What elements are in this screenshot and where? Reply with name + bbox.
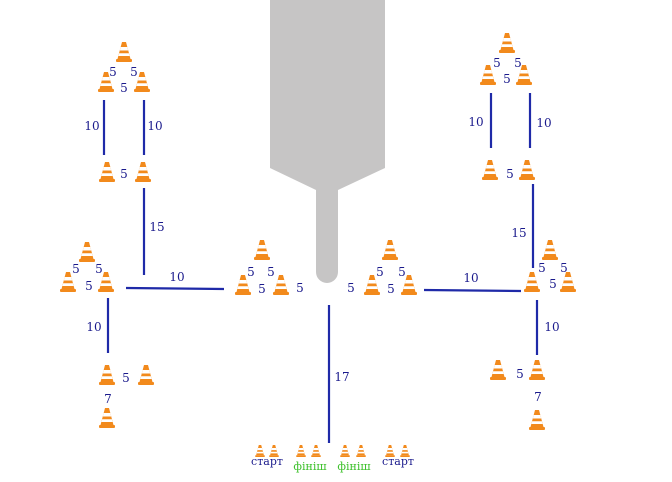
distance-label: 17	[334, 370, 349, 384]
distance-label: 7	[104, 392, 112, 406]
traffic-cone-icon	[401, 275, 417, 295]
distance-label: 5	[247, 265, 255, 279]
start-label-left: старт	[251, 455, 283, 468]
distance-label: 5	[95, 262, 103, 276]
traffic-cone-icon	[529, 360, 545, 380]
finish-label-right: фініш	[337, 460, 370, 473]
traffic-cone-icon	[524, 272, 540, 292]
traffic-cone-icon	[519, 160, 535, 180]
distance-label: 5	[503, 72, 511, 86]
traffic-cone-icon	[490, 360, 506, 380]
distance-label: 10	[463, 271, 478, 285]
traffic-cone-icon	[79, 242, 95, 262]
distance-label: 5	[376, 265, 384, 279]
traffic-cone-icon	[98, 272, 114, 292]
traffic-cone-icon	[364, 275, 380, 295]
small-traffic-cone-icon	[296, 445, 306, 457]
distance-label: 5	[109, 65, 117, 79]
small-traffic-cone-icon	[385, 445, 395, 457]
distance-label: 5	[296, 281, 304, 295]
distance-label: 10	[86, 320, 101, 334]
distance-label: 15	[511, 226, 526, 240]
finish-label-left: фініш	[293, 460, 326, 473]
distance-label: 5	[560, 261, 568, 275]
traffic-cone-icon	[560, 272, 576, 292]
distance-label: 15	[149, 220, 164, 234]
distance-label: 5	[122, 371, 130, 385]
distance-label: 10	[468, 115, 483, 129]
small-traffic-cone-icon	[311, 445, 321, 457]
small-traffic-cone-icon	[356, 445, 366, 457]
traffic-cone-icon	[60, 272, 76, 292]
distance-label: 7	[534, 390, 542, 404]
traffic-cone-icon	[235, 275, 251, 295]
distance-label: 5	[347, 281, 355, 295]
distance-label: 10	[544, 320, 559, 334]
traffic-cone-icon	[116, 42, 132, 62]
traffic-cone-icon	[542, 240, 558, 260]
small-traffic-cone-icon	[340, 445, 350, 457]
traffic-cone-icon	[138, 365, 154, 385]
traffic-cone-icon	[254, 240, 270, 260]
traffic-cone-icon	[499, 33, 515, 53]
traffic-cone-icon	[98, 72, 114, 92]
distance-label: 5	[516, 367, 524, 381]
traffic-cone-icon	[382, 240, 398, 260]
traffic-cone-icon	[135, 162, 151, 182]
traffic-cone-icon	[529, 410, 545, 430]
traffic-cone-icon	[134, 72, 150, 92]
traffic-cone-icon	[273, 275, 289, 295]
distance-label: 5	[85, 279, 93, 293]
distance-label: 5	[258, 282, 266, 296]
traffic-cone-icon	[480, 65, 496, 85]
distance-label: 5	[267, 265, 275, 279]
basket-hoop-shape	[270, 0, 385, 283]
left-horizontal-line	[125, 286, 225, 291]
distance-label: 5	[120, 81, 128, 95]
traffic-cone-icon	[99, 408, 115, 428]
distance-label: 5	[549, 277, 557, 291]
distance-label: 10	[536, 116, 551, 130]
small-traffic-cone-icon	[269, 445, 279, 457]
traffic-cone-icon	[482, 160, 498, 180]
small-traffic-cone-icon	[255, 445, 265, 457]
small-traffic-cone-icon	[400, 445, 410, 457]
distance-label: 5	[120, 167, 128, 181]
distance-label: 5	[538, 261, 546, 275]
distance-label: 5	[514, 56, 522, 70]
distance-label: 5	[387, 282, 395, 296]
distance-label: 5	[398, 265, 406, 279]
traffic-cone-icon	[99, 365, 115, 385]
distance-label: 10	[84, 119, 99, 133]
distance-label: 5	[506, 167, 514, 181]
distance-label: 5	[130, 65, 138, 79]
distance-label: 5	[72, 262, 80, 276]
traffic-cone-icon	[516, 65, 532, 85]
start-label-right: старт	[382, 455, 414, 468]
distance-label: 5	[493, 56, 501, 70]
traffic-cone-icon	[99, 162, 115, 182]
distance-label: 10	[147, 119, 162, 133]
distance-label: 10	[169, 270, 184, 284]
right-horizontal-line	[423, 288, 522, 293]
